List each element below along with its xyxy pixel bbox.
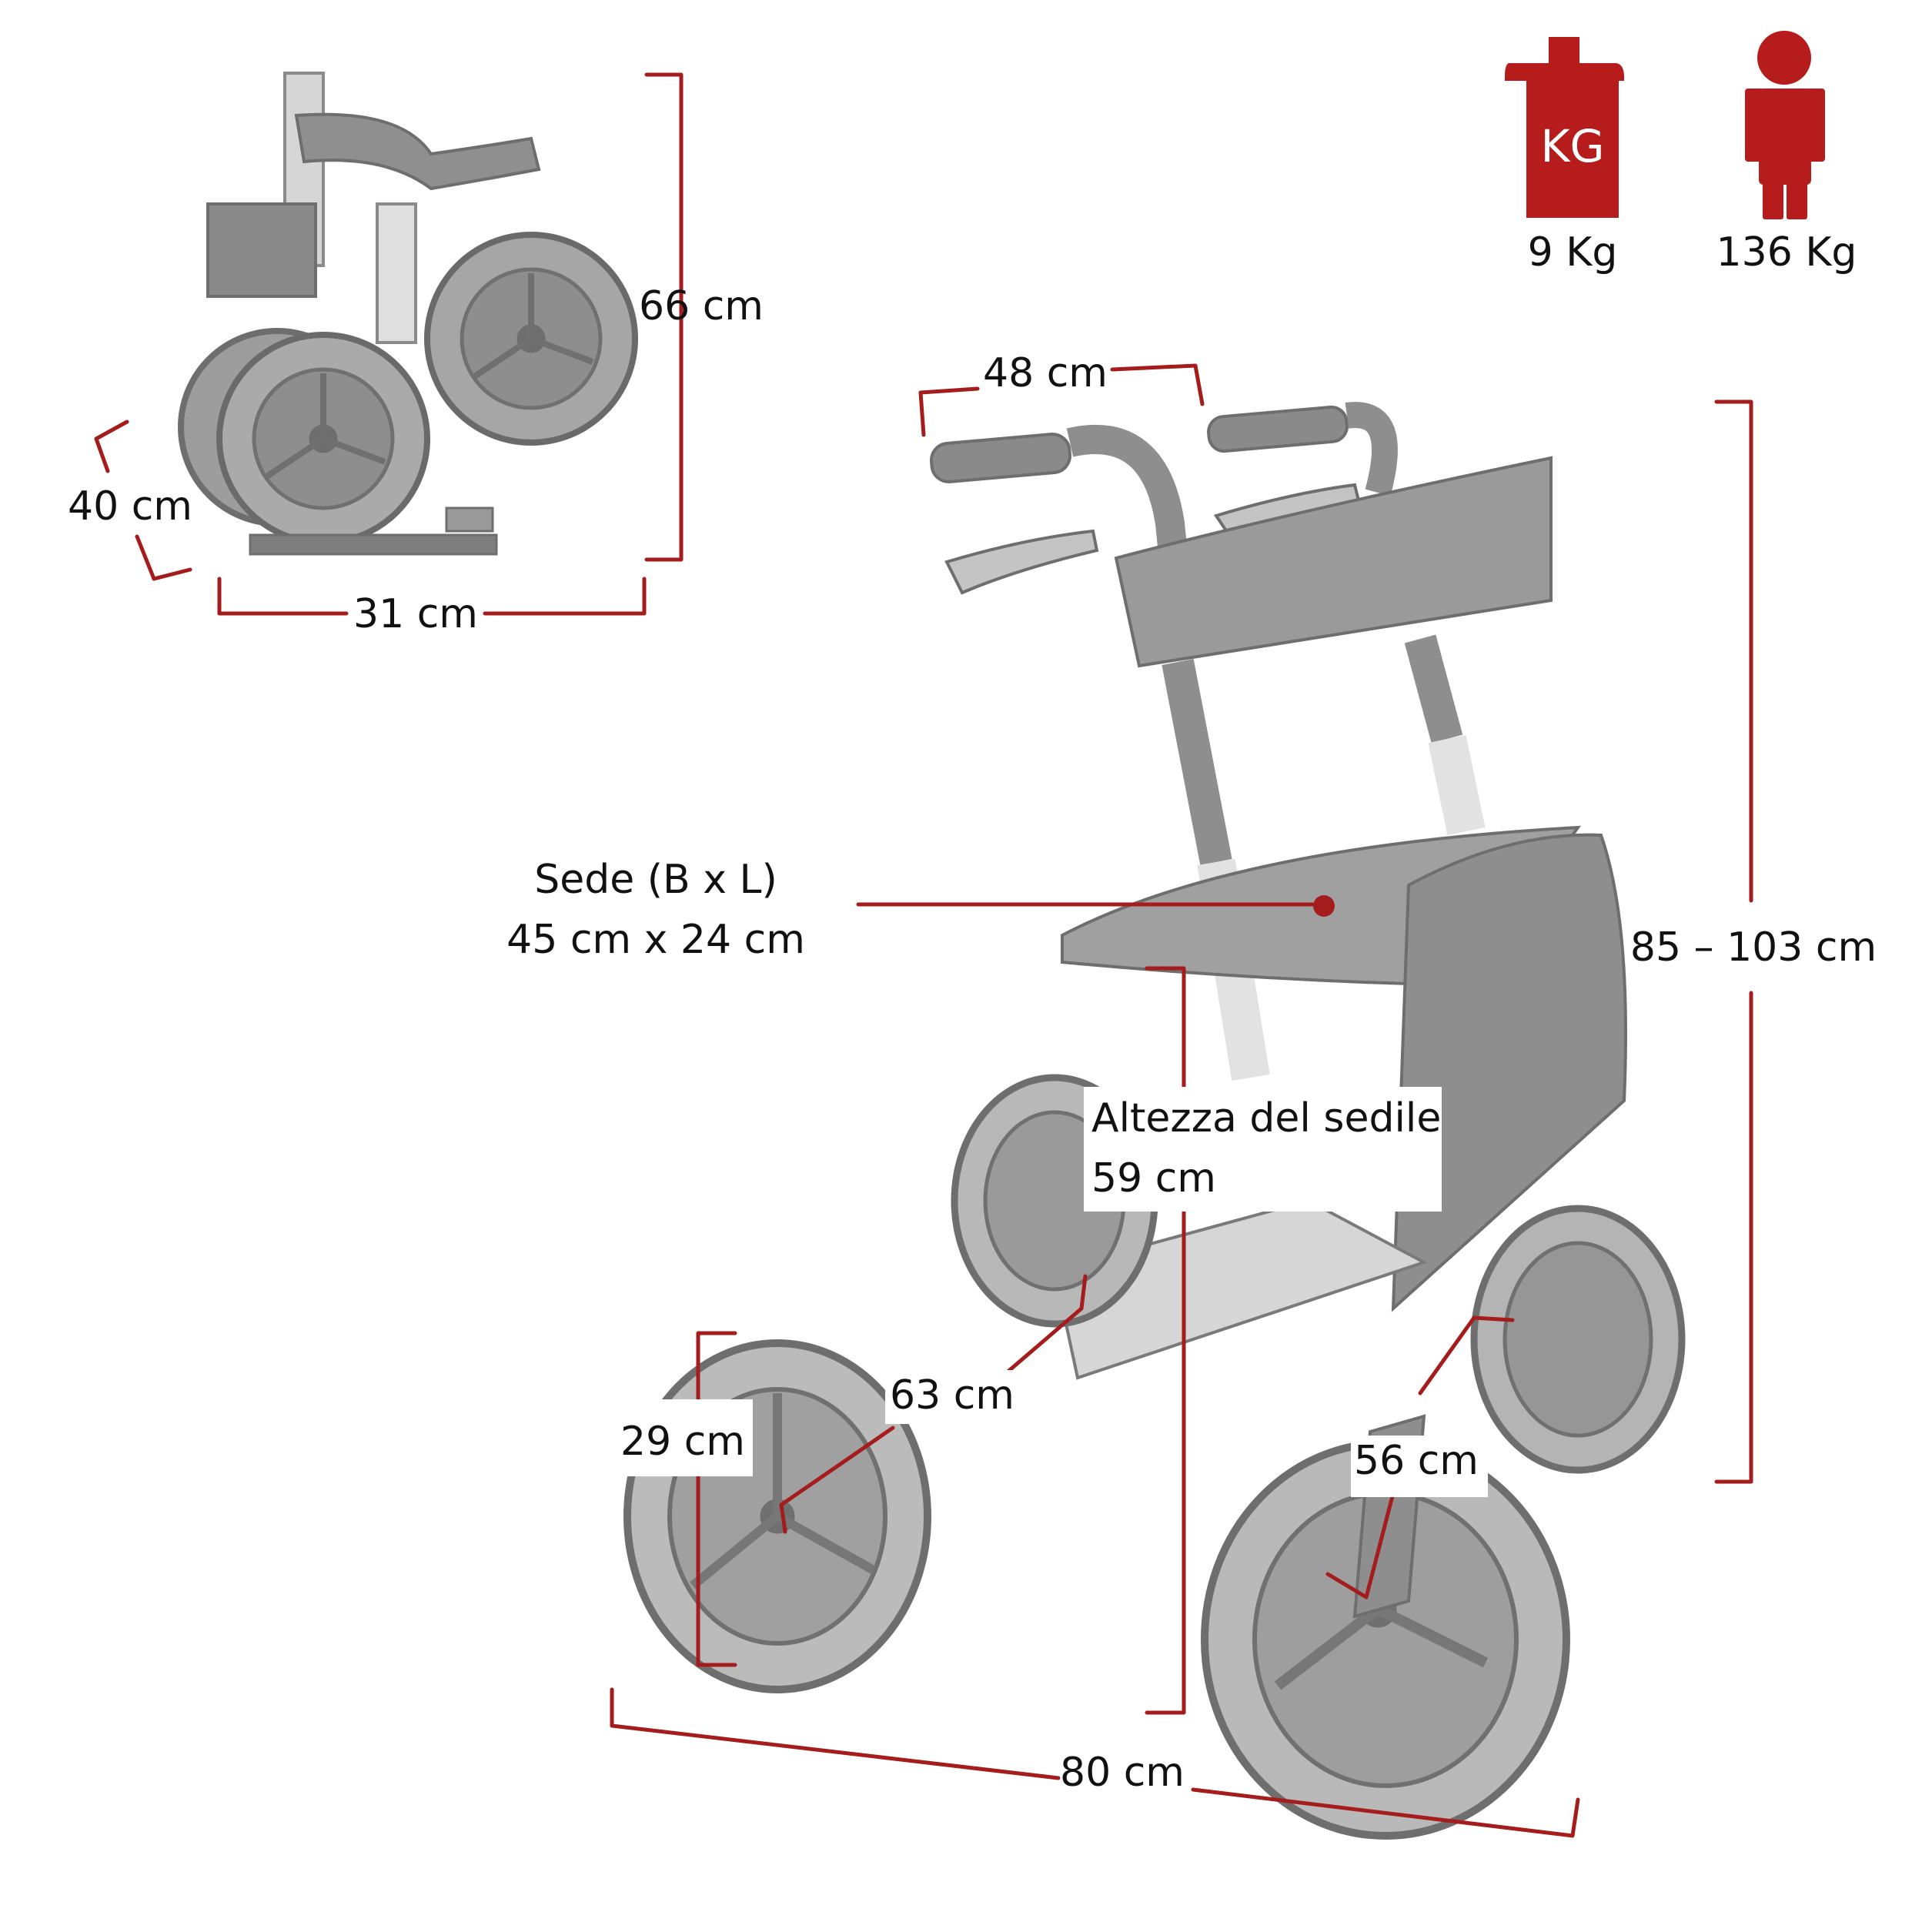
kg-weight-icon-label: KG bbox=[1541, 120, 1605, 172]
wheel-diameter-label: 29 cm bbox=[620, 1419, 745, 1465]
folded-width-label: 31 cm bbox=[353, 591, 478, 637]
dim-seat-height bbox=[1145, 966, 1186, 1089]
kg-weight-icon: KG bbox=[1505, 37, 1624, 218]
depth-label: 56 cm bbox=[1354, 1438, 1479, 1484]
dim-folded-width bbox=[217, 577, 349, 616]
dim-inner-width bbox=[779, 1426, 895, 1534]
person-icon bbox=[1745, 31, 1825, 219]
length-label: 80 cm bbox=[1060, 1750, 1185, 1796]
folded-height-label: 66 cm bbox=[639, 283, 764, 329]
dim-handle-height bbox=[1714, 399, 1753, 903]
dim-handle-width bbox=[918, 386, 980, 437]
dim-depth bbox=[1325, 1491, 1396, 1599]
inner-width-label-box bbox=[885, 1370, 1016, 1424]
seat-height-label-box bbox=[1084, 1087, 1442, 1212]
dim-wheel-diameter bbox=[696, 1331, 737, 1402]
seat-dimension-title: Sede (B x L) bbox=[534, 857, 777, 903]
dim-folded-depth bbox=[94, 419, 129, 473]
dim-length bbox=[610, 1687, 1061, 1780]
depth-label-box bbox=[1351, 1436, 1488, 1497]
labels: 9 Kg 136 Kg 66 cm 40 cm 31 cm 48 cm 85 –… bbox=[68, 229, 1877, 1796]
seat-marker-dot bbox=[1313, 895, 1335, 917]
folded-depth-label: 40 cm bbox=[68, 483, 192, 530]
wheel-diameter-label-box bbox=[616, 1399, 753, 1476]
folded-walker-illustration bbox=[178, 72, 638, 556]
handle-width-label: 48 cm bbox=[983, 350, 1108, 396]
weight-value: 9 Kg bbox=[1528, 229, 1618, 276]
seat-height-value: 59 cm bbox=[1091, 1155, 1216, 1202]
seat-height-title: Altezza del sedile bbox=[1091, 1095, 1441, 1141]
max-load-value: 136 Kg bbox=[1716, 229, 1857, 276]
handle-height-label: 85 – 103 cm bbox=[1630, 924, 1877, 971]
inner-width-label: 63 cm bbox=[890, 1372, 1014, 1419]
dimension-lines bbox=[94, 72, 1753, 1838]
seat-dimension-value: 45 cm x 24 cm bbox=[506, 917, 805, 963]
dim-folded-height bbox=[644, 72, 684, 562]
